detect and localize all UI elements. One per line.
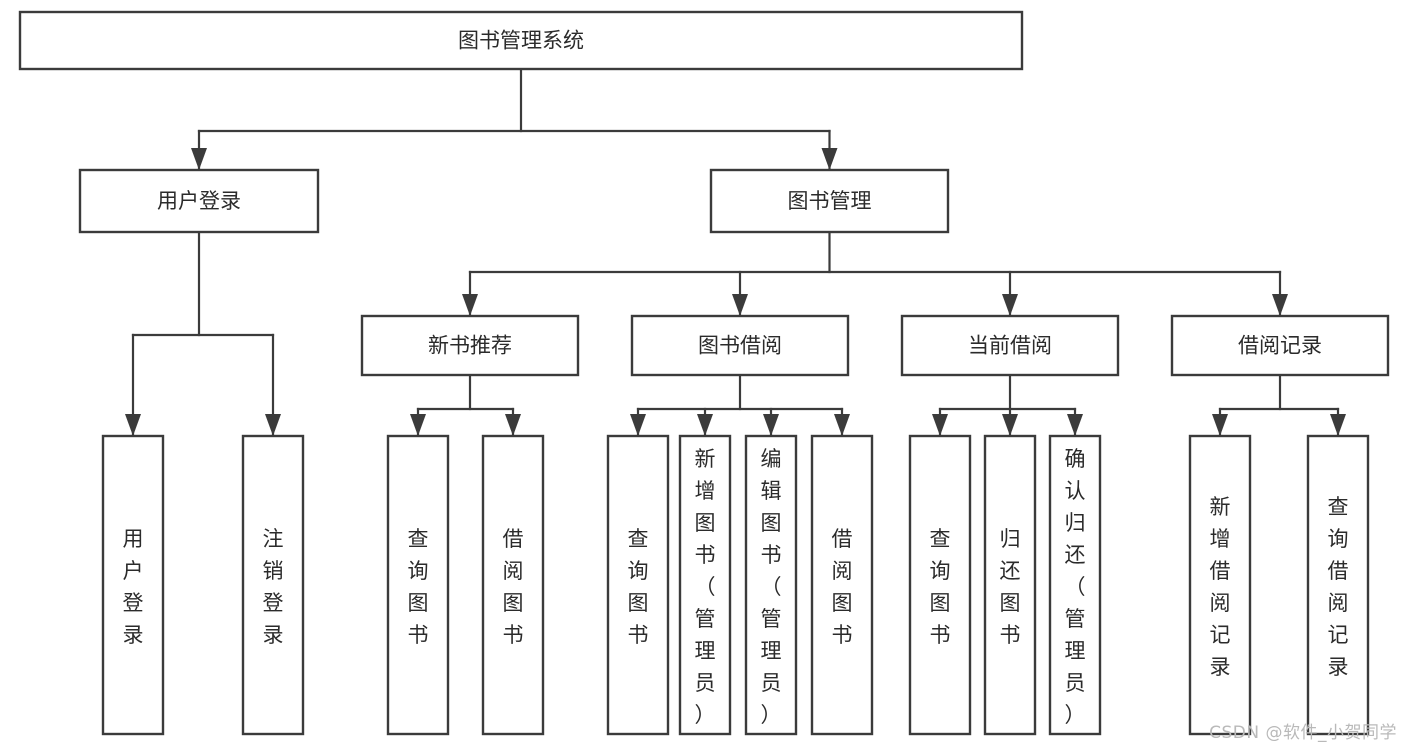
edge-arrowhead <box>462 294 478 316</box>
node-box-b-lend <box>810 434 874 736</box>
node-l-login[interactable]: 用户登录 <box>101 434 165 736</box>
node-label-c-return: 归还图书 <box>1000 527 1021 647</box>
node-label-l-login: 用户登录 <box>123 527 144 647</box>
edge-arrowhead <box>821 148 838 170</box>
node-label-c-query: 查询图书 <box>930 527 951 647</box>
node-label-b-lend: 借阅图书 <box>832 527 853 647</box>
nodes-layer: 图书管理系统用户登录图书管理新书推荐图书借阅当前借阅借阅记录用户登录注销登录查询… <box>18 10 1390 736</box>
edge-arrowhead <box>1330 414 1346 436</box>
edge-arrowhead <box>125 414 141 436</box>
edge-arrowhead <box>1212 414 1228 436</box>
node-box-l-login <box>101 434 165 736</box>
node-box-record <box>1170 314 1390 377</box>
node-box-login <box>78 168 320 234</box>
node-box-b-add <box>678 434 732 736</box>
edge-arrowhead <box>697 414 713 436</box>
edge-arrowhead <box>732 294 748 316</box>
edge-arrowhead <box>932 414 948 436</box>
node-login[interactable]: 用户登录 <box>78 168 320 234</box>
node-box-borrow <box>630 314 850 377</box>
edge-arrowhead <box>1272 294 1288 316</box>
node-c-query[interactable]: 查询图书 <box>908 434 972 736</box>
node-label-r-add: 新增借阅记录 <box>1210 495 1231 679</box>
edge-arrowhead <box>505 414 521 436</box>
node-box-n-query <box>386 434 450 736</box>
edge-arrowhead <box>265 414 281 436</box>
node-label-r-query: 查询借阅记录 <box>1328 495 1349 679</box>
node-label-login: 用户登录 <box>157 189 241 213</box>
node-box-r-query <box>1306 434 1370 736</box>
node-box-n-borrow <box>481 434 545 736</box>
node-box-root <box>18 10 1024 71</box>
node-r-add[interactable]: 新增借阅记录 <box>1188 434 1252 736</box>
node-newbook[interactable]: 新书推荐 <box>360 314 580 377</box>
edge-arrowhead <box>1002 414 1018 436</box>
edge-arrowhead <box>763 414 779 436</box>
node-box-b-edit <box>744 434 798 736</box>
node-l-logout[interactable]: 注销登录 <box>241 434 305 736</box>
node-n-query[interactable]: 查询图书 <box>386 434 450 736</box>
edge-arrowhead <box>191 148 207 170</box>
node-b-edit[interactable]: 编辑图书（管理员） <box>744 434 798 736</box>
node-box-newbook <box>360 314 580 377</box>
node-b-add[interactable]: 新增图书（管理员） <box>678 434 732 736</box>
node-label-n-borrow: 借阅图书 <box>503 527 524 647</box>
node-box-c-return <box>983 434 1037 736</box>
node-box-b-query <box>606 434 670 736</box>
node-b-lend[interactable]: 借阅图书 <box>810 434 874 736</box>
node-c-confirm[interactable]: 确认归还（管理员） <box>1048 434 1102 736</box>
node-record[interactable]: 借阅记录 <box>1170 314 1390 377</box>
watermark-text: CSDN @软件_小贺同学 <box>1209 723 1397 743</box>
node-b-query[interactable]: 查询图书 <box>606 434 670 736</box>
node-bookmgmt[interactable]: 图书管理 <box>709 168 950 234</box>
edges-layer <box>125 67 1346 438</box>
edge-arrowhead <box>630 414 646 436</box>
node-label-root: 图书管理系统 <box>458 29 584 53</box>
node-borrow[interactable]: 图书借阅 <box>630 314 850 377</box>
node-n-borrow[interactable]: 借阅图书 <box>481 434 545 736</box>
node-box-r-add <box>1188 434 1252 736</box>
node-box-c-query <box>908 434 972 736</box>
node-root[interactable]: 图书管理系统 <box>18 10 1024 71</box>
node-r-query[interactable]: 查询借阅记录 <box>1306 434 1370 736</box>
node-label-b-add: 新增图书（管理员） <box>695 447 716 727</box>
node-box-c-confirm <box>1048 434 1102 736</box>
node-label-newbook: 新书推荐 <box>428 334 512 358</box>
node-label-n-query: 查询图书 <box>408 527 429 647</box>
edge-arrowhead <box>1067 414 1083 436</box>
node-label-record: 借阅记录 <box>1238 334 1322 358</box>
node-label-borrow: 图书借阅 <box>698 334 782 358</box>
node-box-bookmgmt <box>709 168 950 234</box>
node-current[interactable]: 当前借阅 <box>900 314 1120 377</box>
node-c-return[interactable]: 归还图书 <box>983 434 1037 736</box>
node-box-current <box>900 314 1120 377</box>
edge-arrowhead <box>410 414 426 436</box>
node-label-current: 当前借阅 <box>968 334 1052 358</box>
node-label-c-confirm: 确认归还（管理员） <box>1065 447 1086 727</box>
node-box-l-logout <box>241 434 305 736</box>
node-label-b-edit: 编辑图书（管理员） <box>761 447 782 727</box>
node-label-b-query: 查询图书 <box>628 527 649 647</box>
edge-arrowhead <box>834 414 850 436</box>
node-label-l-logout: 注销登录 <box>263 527 284 647</box>
node-label-bookmgmt: 图书管理 <box>788 189 872 213</box>
edge-arrowhead <box>1002 294 1018 316</box>
